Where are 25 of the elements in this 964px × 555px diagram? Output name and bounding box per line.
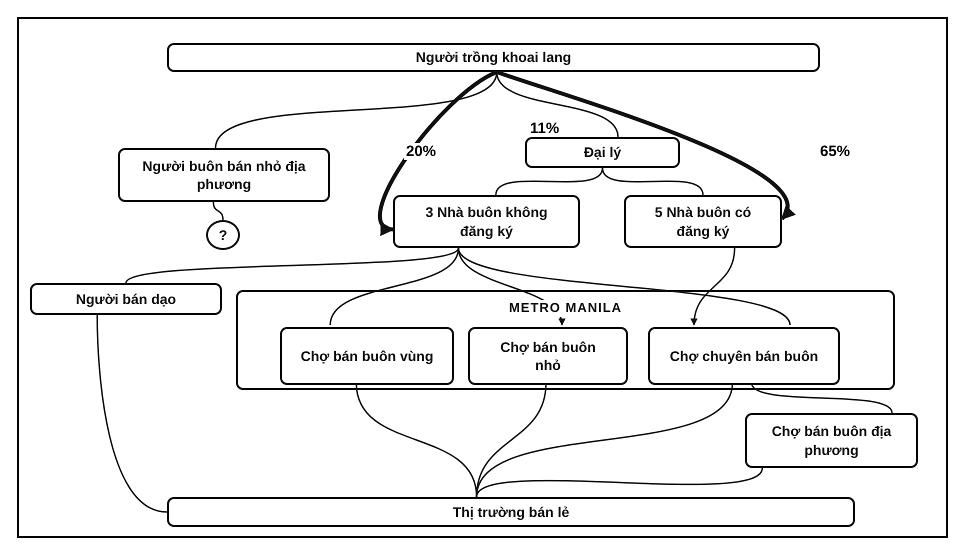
- node-label: ?: [218, 226, 228, 244]
- actor-box: [624, 195, 782, 248]
- actor-box: [648, 327, 840, 385]
- stage-bar: [167, 43, 820, 72]
- question-circle: [206, 220, 240, 250]
- actor-box: [280, 327, 454, 385]
- actor-box: [745, 413, 918, 468]
- node-label: Chợ bán buôn vùng: [300, 346, 434, 366]
- node-label: Chợ bán buôn địa phương: [770, 422, 892, 459]
- flow-arrow: [690, 248, 736, 326]
- node-label: 5 Nhà buôn có đăng ký: [654, 203, 752, 240]
- flow-arrow: [496, 70, 794, 220]
- node-label: Chợ bán buôn nhỏ: [499, 338, 597, 374]
- actor-box: [30, 283, 222, 315]
- actor-box: [468, 327, 628, 385]
- region-group: [236, 290, 895, 390]
- stage-bar: [167, 497, 855, 527]
- node-label: Đại lý: [584, 143, 622, 162]
- node-label: Người bán dạo: [76, 290, 176, 308]
- node-label: Thị trường bán lẻ: [452, 502, 570, 522]
- node-label: Chợ chuyên bán buôn: [670, 346, 818, 366]
- node-label: Người trồng khoai lang: [416, 48, 572, 67]
- actor-box: [525, 137, 680, 168]
- actor-box: [118, 148, 330, 202]
- node-label: Người buôn bán nhỏ địa phương: [141, 156, 307, 194]
